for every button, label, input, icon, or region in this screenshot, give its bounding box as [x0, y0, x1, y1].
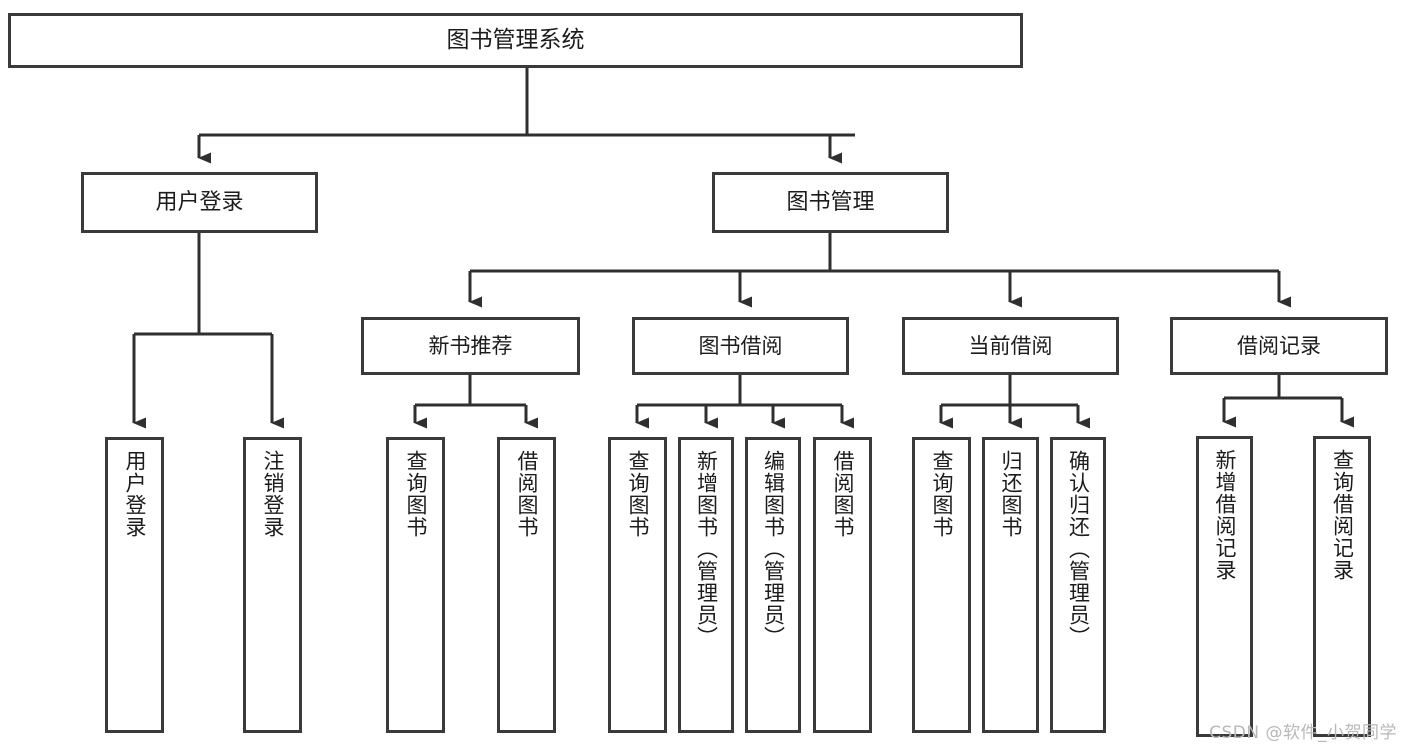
node-new-book-rec[interactable]: 新书推荐 [361, 317, 580, 375]
node-leaf-query-record[interactable]: 查询借阅记录 [1313, 436, 1371, 737]
node-leaf-user-login[interactable]: 用户登录 [105, 437, 164, 733]
node-leaf-user-logout[interactable]: 注销登录 [243, 437, 302, 733]
node-leaf-add-record-label: 新增借阅记录 [1213, 449, 1237, 581]
node-user-login-label: 用户登录 [155, 189, 244, 215]
node-leaf-query-record-label: 查询借阅记录 [1330, 449, 1355, 581]
node-book-manage-label: 图书管理 [786, 189, 875, 215]
node-root[interactable]: 图书管理系统 [8, 13, 1023, 68]
node-leaf-confirm-return-label: 确认归还（管理员） [1066, 450, 1091, 648]
node-leaf-return-book[interactable]: 归还图书 [982, 437, 1039, 733]
node-book-borrow-label: 图书借阅 [698, 333, 783, 358]
node-leaf-borrow-book-b-label: 借阅图书 [831, 450, 855, 538]
node-leaf-user-login-label: 用户登录 [123, 450, 147, 538]
node-leaf-add-record[interactable]: 新增借阅记录 [1196, 436, 1253, 737]
node-user-login[interactable]: 用户登录 [81, 172, 318, 233]
node-borrow-record-label: 借阅记录 [1237, 333, 1321, 358]
node-leaf-add-book-label: 新增图书（管理员） [694, 450, 719, 648]
node-leaf-query-book-c-label: 查询图书 [930, 450, 954, 538]
node-leaf-edit-book-label: 编辑图书（管理员） [761, 450, 786, 648]
node-book-manage[interactable]: 图书管理 [712, 172, 949, 233]
node-new-book-rec-label: 新书推荐 [428, 333, 513, 358]
node-leaf-query-book-a-label: 查询图书 [404, 450, 428, 538]
node-leaf-confirm-return[interactable]: 确认归还（管理员） [1050, 437, 1106, 733]
node-leaf-query-book-b-label: 查询图书 [626, 450, 650, 538]
node-root-label: 图书管理系统 [446, 26, 585, 53]
node-borrow-record[interactable]: 借阅记录 [1170, 317, 1388, 375]
node-current-borrow-label: 当前借阅 [968, 333, 1053, 358]
node-leaf-borrow-book-a-label: 借阅图书 [515, 450, 539, 538]
node-current-borrow[interactable]: 当前借阅 [902, 317, 1119, 375]
node-leaf-query-book-a[interactable]: 查询图书 [386, 437, 445, 733]
node-leaf-user-logout-label: 注销登录 [261, 450, 285, 538]
node-leaf-add-book[interactable]: 新增图书（管理员） [678, 437, 734, 733]
node-leaf-query-book-b[interactable]: 查询图书 [608, 437, 667, 733]
node-leaf-edit-book[interactable]: 编辑图书（管理员） [745, 437, 801, 733]
node-leaf-query-book-c[interactable]: 查询图书 [912, 437, 971, 733]
node-leaf-borrow-book-b[interactable]: 借阅图书 [813, 437, 872, 733]
node-leaf-borrow-book-a[interactable]: 借阅图书 [497, 437, 556, 733]
node-leaf-return-book-label: 归还图书 [999, 450, 1023, 538]
node-book-borrow[interactable]: 图书借阅 [632, 317, 849, 375]
